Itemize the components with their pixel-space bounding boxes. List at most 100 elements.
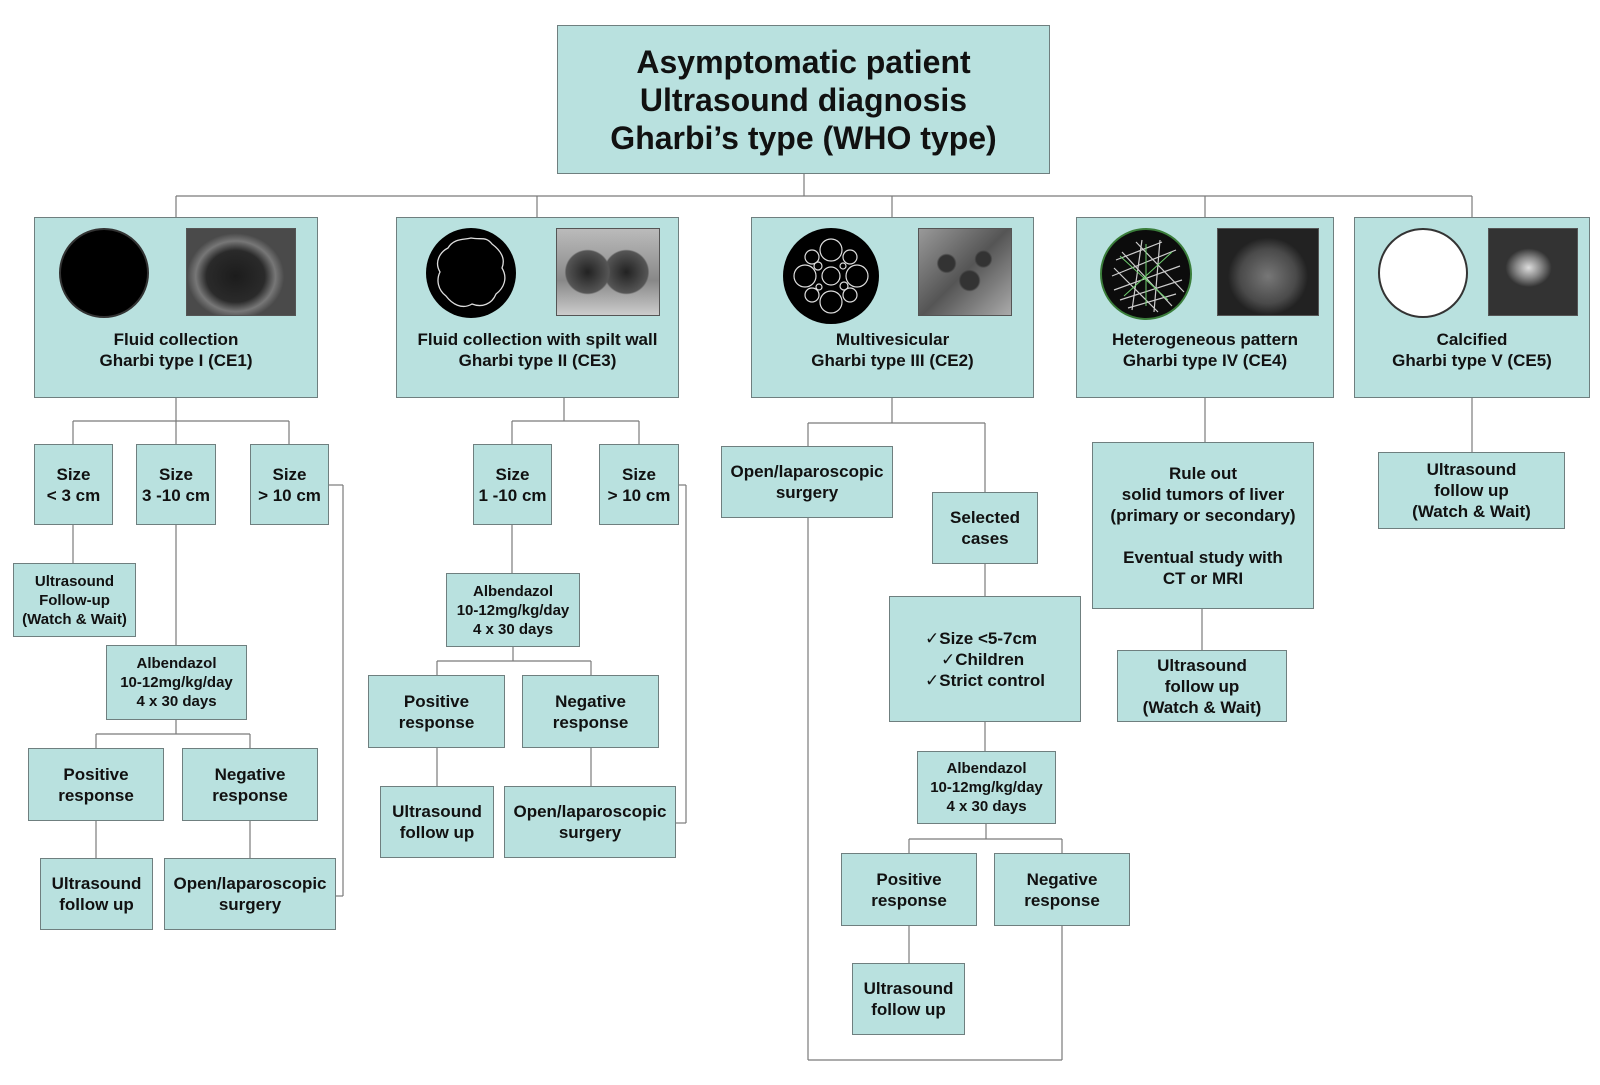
ce1-ultrasound-followup: Ultrasound Follow-up (Watch & Wait): [13, 563, 136, 637]
ce2-negative-response: Negative response: [994, 853, 1130, 926]
ce3-size-mid-range: 1 -10 cm: [478, 485, 547, 505]
root-line-3: Gharbi’s type (WHO type): [610, 119, 997, 156]
ce4-us-line-1: Ultrasound: [1157, 655, 1247, 675]
ce1-size-small: Size < 3 cm: [34, 444, 113, 525]
ce3-surgery-line-1: Open/laparoscopic: [513, 802, 667, 821]
ce2-selected-cases: Selected cases: [932, 492, 1038, 564]
ce1-positive-line-1: Positive: [63, 764, 129, 784]
type-box-ce1: Fluid collection Gharbi type I (CE1): [34, 217, 318, 398]
type-ce3-name: Fluid collection with spilt wall: [417, 330, 658, 349]
type-ce5-images: [1355, 228, 1589, 318]
solid-black-circle-icon: [59, 228, 149, 318]
ce2-albendazol: Albendazol 10-12mg/kg/day 4 x 30 days: [917, 751, 1056, 824]
ultrasound-image-ce2: [918, 228, 1012, 316]
ce1-surgery: Open/laparoscopic surgery: [164, 858, 336, 930]
ce1-size-large-range: > 10 cm: [258, 485, 321, 505]
ce3-us-line-2: follow up: [399, 823, 475, 842]
ce2-negative-line-1: Negative: [1026, 869, 1098, 889]
ce3-negative-line-2: response: [552, 712, 629, 732]
ce4-rule-out-line-4: Eventual study with: [1123, 547, 1283, 567]
criterion-children: ✓Children: [940, 649, 1025, 669]
ce1-us-line-1: Ultrasound: [51, 874, 142, 893]
ce3-us-line-1: Ultrasound: [392, 802, 482, 821]
ce3-positive-line-1: Positive: [403, 691, 470, 711]
ce1-positive-line-2: response: [58, 785, 134, 805]
ce2-surgery-line-1: Open/laparoscopic: [730, 462, 884, 481]
ce3-positive-response: Positive response: [368, 675, 505, 748]
criterion-size: ✓Size <5-7cm: [924, 628, 1038, 648]
type-box-ce5: Calcified Gharbi type V (CE5): [1354, 217, 1590, 398]
ultrasound-image-ce1: [186, 228, 296, 316]
ce2-albendazol-dose: 10-12mg/kg/day: [930, 779, 1043, 796]
membrane-outline: [436, 237, 506, 308]
ce2-selected-line-2: cases: [961, 529, 1009, 548]
type-ce4-images: [1077, 228, 1333, 320]
ce1-albendazol-duration: 4 x 30 days: [136, 693, 217, 710]
ce1-followup-line-3: (Watch & Wait): [22, 610, 127, 628]
type-ce2-code: Gharbi type III (CE2): [811, 351, 974, 370]
ce4-rule-out-line-1: Rule out: [1169, 463, 1237, 483]
ce3-albendazol-duration: 4 x 30 days: [472, 620, 554, 638]
type-ce3-images: [397, 228, 678, 318]
type-ce2-images: [752, 228, 1033, 324]
ce3-size-large-label: Size: [621, 464, 657, 484]
ce1-surgery-line-2: surgery: [218, 895, 282, 914]
ce3-albendazol-drug: Albendazol: [472, 582, 553, 600]
type-box-ce3: Fluid collection with spilt wall Gharbi …: [396, 217, 679, 398]
ce3-ultrasound-follow-up: Ultrasound follow up: [380, 786, 494, 858]
type-ce1-code: Gharbi type I (CE1): [99, 351, 253, 370]
ce3-albendazol: Albendazol 10-12mg/kg/day 4 x 30 days: [446, 573, 580, 647]
ce2-albendazol-drug: Albendazol: [946, 760, 1027, 777]
ce1-size-mid: Size 3 -10 cm: [136, 444, 216, 525]
ce4-us-line-2: follow up: [1164, 676, 1240, 696]
ce1-albendazol: Albendazol 10-12mg/kg/day 4 x 30 days: [106, 645, 247, 720]
type-ce5-code: Gharbi type V (CE5): [1392, 351, 1552, 370]
ce4-rule-out-line-2: solid tumors of liver: [1121, 484, 1285, 504]
ce3-surgery-line-2: surgery: [558, 823, 622, 842]
ce2-criteria: ✓Size <5-7cm ✓Children ✓Strict control: [889, 596, 1081, 722]
ce1-size-small-range: < 3 cm: [46, 485, 101, 505]
root-line-1: Asymptomatic patient: [636, 43, 971, 80]
ce1-surgery-line-1: Open/laparoscopic: [173, 874, 327, 893]
ce2-surgery-line-2: surgery: [775, 483, 839, 502]
ce1-size-large-label: Size: [272, 464, 307, 484]
ce3-negative-line-1: Negative: [555, 691, 626, 711]
type-ce2-name: Multivesicular: [835, 330, 950, 349]
ce1-size-small-label: Size: [56, 464, 91, 484]
ce3-surgery: Open/laparoscopic surgery: [504, 786, 676, 858]
ce2-selected-line-1: Selected: [950, 508, 1020, 527]
criterion-strict-control: ✓Strict control: [924, 670, 1046, 690]
ce1-negative-line-1: Negative: [214, 764, 286, 784]
ce1-size-mid-label: Size: [158, 464, 194, 484]
ce4-rule-out: Rule out solid tumors of liver (primary …: [1092, 442, 1314, 609]
ce1-albendazol-drug: Albendazol: [136, 655, 217, 672]
type-ce4-code: Gharbi type IV (CE4): [1122, 351, 1288, 370]
ultrasound-image-ce5: [1488, 228, 1578, 316]
ce5-ultrasound-follow-up: Ultrasound follow up (Watch & Wait): [1378, 452, 1565, 529]
ultrasound-image-ce4: [1217, 228, 1319, 316]
ce1-ultrasound-follow-up: Ultrasound follow up: [40, 858, 153, 930]
ce5-us-line-2: follow up: [1434, 481, 1509, 500]
ce1-followup-line-2: Follow-up: [39, 591, 110, 609]
root-box: Asymptomatic patient Ultrasound diagnosi…: [557, 25, 1050, 174]
white-calcified-circle-icon: [1378, 228, 1468, 318]
ce5-us-line-1: Ultrasound: [1426, 460, 1517, 479]
type-ce3-code: Gharbi type II (CE3): [458, 351, 617, 370]
heterogeneous-texture: [1111, 239, 1185, 313]
ce1-us-line-2: follow up: [59, 895, 134, 914]
ce1-negative-response: Negative response: [182, 748, 318, 821]
ce3-size-large-range: > 10 cm: [607, 485, 671, 505]
ce2-us-line-2: follow up: [871, 1000, 946, 1019]
ce2-ultrasound-follow-up: Ultrasound follow up: [852, 963, 965, 1035]
ce3-size-large: Size > 10 cm: [599, 444, 679, 525]
ce2-albendazol-duration: 4 x 30 days: [946, 798, 1027, 815]
ce2-positive-response: Positive response: [841, 853, 977, 926]
type-box-ce4: Heterogeneous pattern Gharbi type IV (CE…: [1076, 217, 1334, 398]
ce3-size-mid-label: Size: [495, 464, 530, 484]
ce4-rule-out-line-5: CT or MRI: [1162, 568, 1244, 588]
ce4-ultrasound-follow-up: Ultrasound follow up (Watch & Wait): [1117, 650, 1287, 722]
ce2-positive-line-2: response: [871, 890, 947, 910]
ce1-positive-response: Positive response: [28, 748, 164, 821]
ce2-criteria-list: ✓Size <5-7cm ✓Children ✓Strict control: [925, 628, 1045, 691]
